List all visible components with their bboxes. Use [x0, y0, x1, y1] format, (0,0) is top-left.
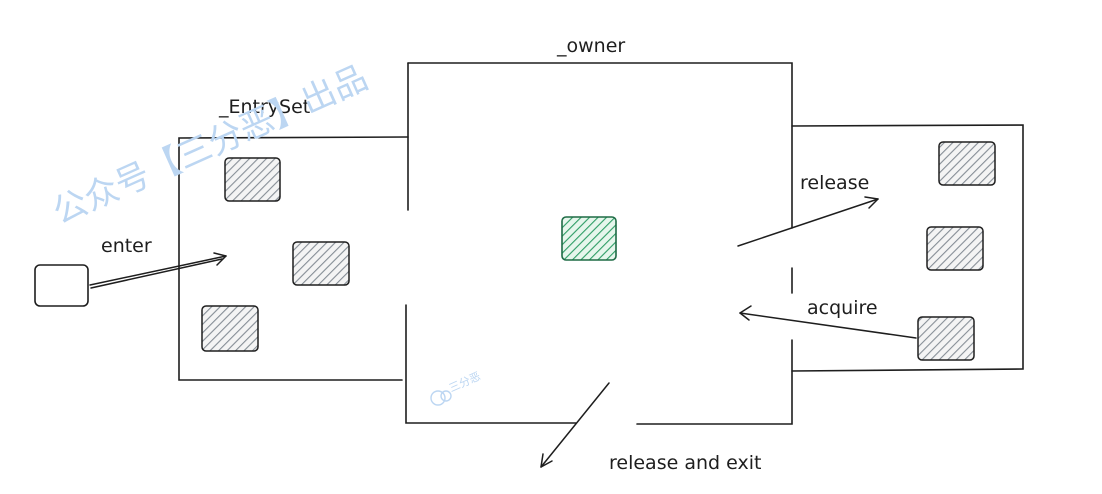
- entry-set-label: _EntrySet: [219, 96, 311, 118]
- entry-thread-1: [224, 157, 281, 202]
- owner-thread: [561, 216, 617, 261]
- owner-box: [405, 62, 793, 425]
- wait-set-box: [791, 124, 1024, 372]
- acquire-arrow: [739, 305, 917, 339]
- release-arrow: [737, 196, 879, 247]
- owner-label: _owner: [557, 35, 626, 57]
- release-and-exit-arrow: [540, 382, 610, 468]
- entry-set-box: [178, 136, 409, 381]
- wait-thread-3: [917, 316, 975, 361]
- wait-thread-2: [926, 226, 984, 271]
- enter-label: enter: [101, 235, 152, 257]
- enter-arrow: [89, 252, 227, 289]
- release-label: release: [800, 172, 870, 194]
- wait-thread-1: [938, 141, 996, 186]
- acquire-label: acquire: [807, 297, 878, 319]
- watermark-logo-icon: [430, 390, 452, 406]
- entry-thread-3: [201, 305, 259, 352]
- release-and-exit-label: release and exit: [609, 452, 762, 474]
- new-thread-square: [34, 264, 89, 307]
- entry-thread-2: [292, 241, 350, 286]
